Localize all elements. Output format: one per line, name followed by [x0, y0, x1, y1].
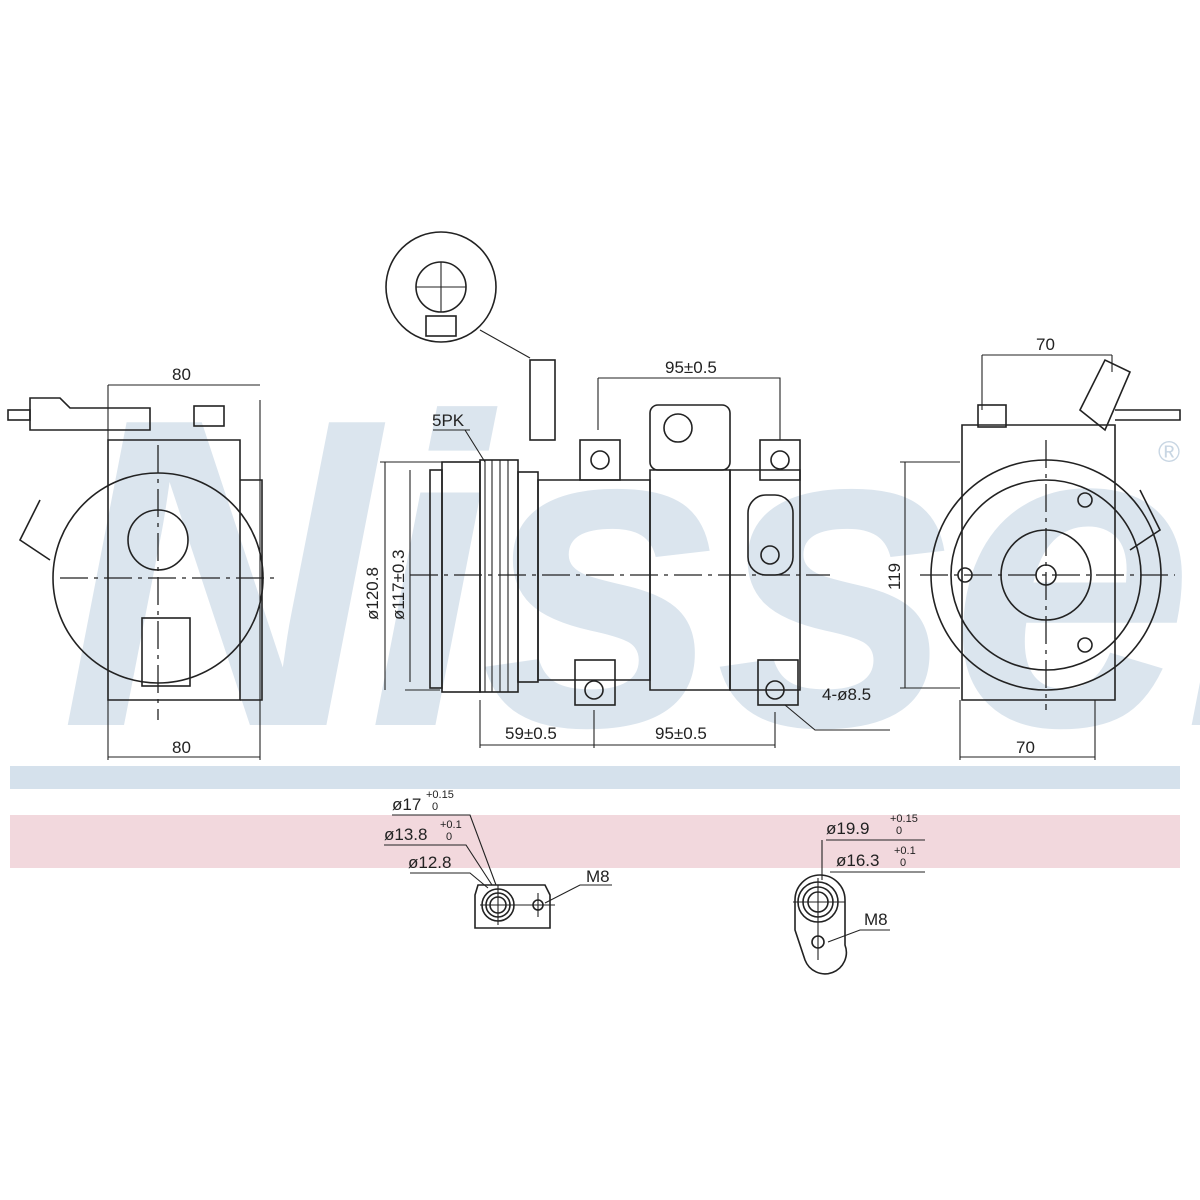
right-port-d1-tol-lower: 0 — [896, 825, 902, 837]
pink-band — [10, 815, 1180, 868]
blue-band — [10, 766, 1180, 789]
right-port-d1: ø19.9 — [826, 819, 869, 838]
right-port-d1-tol-upper: +0.15 — [890, 813, 918, 825]
left-port-d2-tol-lower: 0 — [446, 831, 452, 843]
right-width-top: 70 — [1036, 335, 1055, 354]
left-port-d3: ø12.8 — [408, 853, 451, 872]
left-port-d2-tol-upper: +0.1 — [440, 819, 462, 831]
right-view — [900, 354, 1181, 760]
pulley-dia2-label: ø117±0.3 — [389, 550, 408, 620]
watermark-logo: Nissens — [60, 328, 1200, 819]
side-view — [380, 359, 890, 748]
registered-mark: ® — [1158, 436, 1180, 469]
left-port-d1-tol-lower: 0 — [432, 801, 438, 813]
left-view — [7, 384, 280, 760]
right-port-thread: M8 — [864, 910, 888, 929]
left-port-d1: ø17 — [392, 795, 421, 814]
left-port-d1-tol-upper: +0.15 — [426, 789, 454, 801]
pulley-dia-label: ø120.8 — [363, 567, 382, 620]
left-width-top: 80 — [172, 365, 191, 384]
front-offset-label: 59±0.5 — [505, 724, 557, 743]
right-port-d2-tol-upper: +0.1 — [894, 845, 916, 857]
connector-detail — [385, 231, 531, 359]
right-port-d2-tol-lower: 0 — [900, 857, 906, 869]
mount-holes-label: 4-ø8.5 — [822, 685, 871, 704]
left-port-d2: ø13.8 — [384, 825, 427, 844]
top-spacing-label: 95±0.5 — [665, 358, 717, 377]
left-port-thread: M8 — [586, 867, 610, 886]
right-height-label: 119 — [885, 563, 904, 590]
right-width-bottom: 70 — [1016, 738, 1035, 757]
belt-label: 5PK — [432, 411, 465, 430]
left-port-detail — [384, 814, 612, 929]
left-width-bottom: 80 — [172, 738, 191, 757]
right-port-detail — [793, 839, 925, 975]
bottom-spacing-label: 95±0.5 — [655, 724, 707, 743]
right-port-d2: ø16.3 — [836, 851, 879, 870]
